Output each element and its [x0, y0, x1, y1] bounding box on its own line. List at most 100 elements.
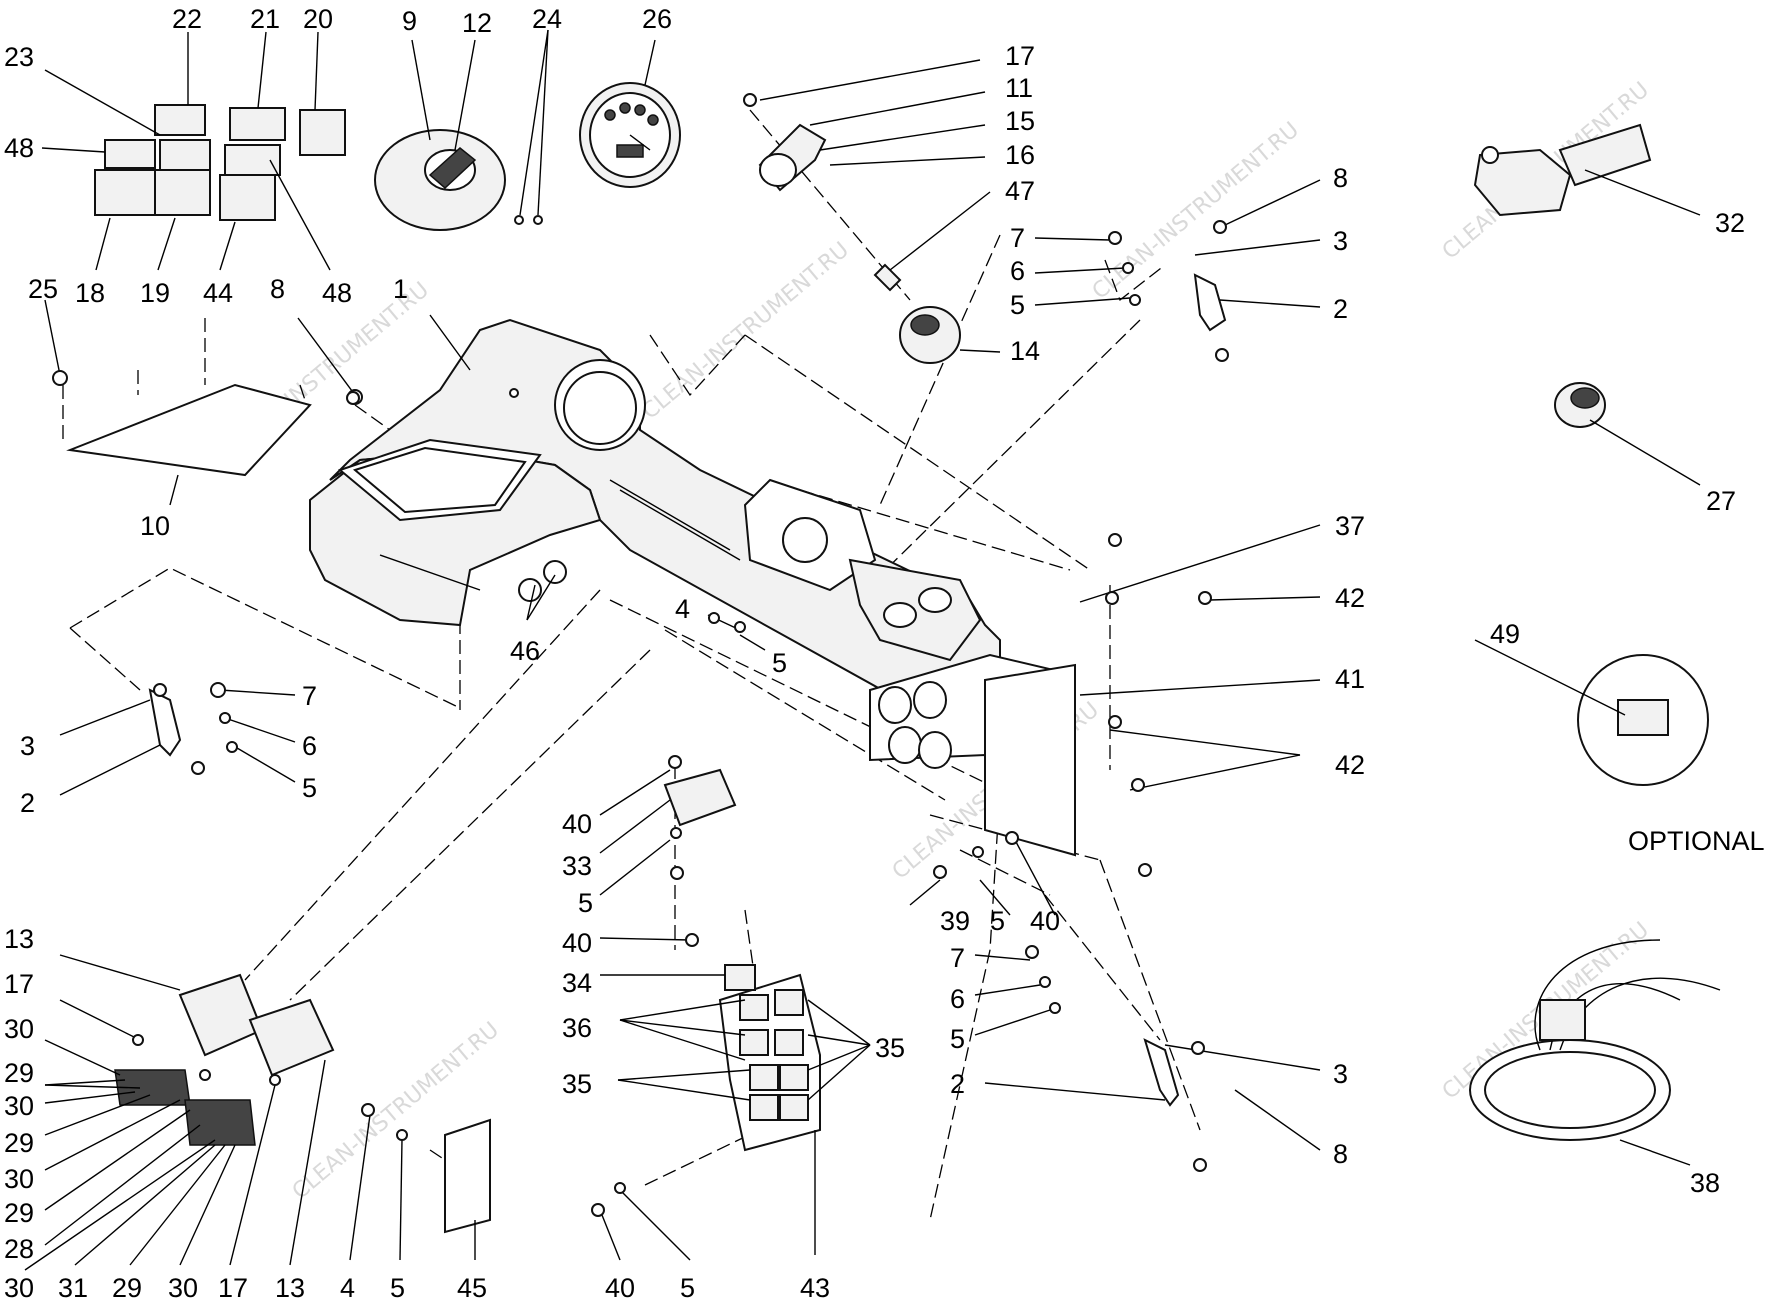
label-5e: 5: [990, 906, 1005, 936]
label-39: 39: [940, 906, 970, 936]
label-8b: 8: [270, 274, 285, 304]
label-38: 38: [1690, 1168, 1720, 1198]
label-2b: 2: [20, 788, 35, 818]
label-23: 23: [4, 42, 34, 72]
label-7b: 7: [302, 681, 317, 711]
screws-24: [514, 215, 543, 225]
label-49: 49: [1490, 619, 1520, 649]
label-15: 15: [1005, 106, 1035, 136]
label-5g: 5: [390, 1273, 405, 1303]
label-30c: 30: [4, 1164, 34, 1194]
label-1: 1: [393, 274, 408, 304]
label-29b: 29: [4, 1128, 34, 1158]
wiring-harness: [1469, 939, 1721, 1141]
label-3c: 3: [1333, 1059, 1348, 1089]
label-36: 36: [562, 1013, 592, 1043]
label-13: 13: [4, 924, 34, 954]
bracket-45: [444, 1118, 491, 1234]
leader-lines: [24, 29, 1701, 1271]
label-4b: 4: [340, 1273, 355, 1303]
label-17b: 17: [4, 969, 34, 999]
label-14: 14: [1010, 336, 1040, 366]
label-31: 31: [58, 1273, 88, 1303]
label-30: 30: [4, 1014, 34, 1044]
label-18: 18: [75, 278, 105, 308]
label-40c: 40: [1030, 906, 1060, 936]
label-3b: 3: [20, 731, 35, 761]
label-29d: 29: [112, 1273, 142, 1303]
connector-bars: [178, 973, 335, 1077]
label-29c: 29: [4, 1198, 34, 1228]
label-29: 29: [4, 1058, 34, 1088]
label-4: 4: [675, 594, 690, 624]
label-35b: 35: [875, 1033, 905, 1063]
switch-panel-plate: [66, 383, 312, 477]
label-21: 21: [250, 4, 280, 34]
label-5h: 5: [680, 1273, 695, 1303]
gauge: [579, 82, 681, 188]
label-28: 28: [4, 1234, 34, 1264]
label-30b: 30: [4, 1091, 34, 1121]
label-48: 48: [4, 133, 34, 163]
label-5c: 5: [772, 648, 787, 678]
label-41: 41: [1335, 664, 1365, 694]
mount-bracket-lower: [1143, 1038, 1180, 1107]
label-17: 17: [1005, 41, 1035, 71]
label-13b: 13: [275, 1273, 305, 1303]
label-7c: 7: [950, 943, 965, 973]
label-16: 16: [1005, 140, 1035, 170]
label-46: 46: [510, 636, 540, 666]
label-2: 2: [1333, 294, 1348, 324]
label-37: 37: [1335, 511, 1365, 541]
label-8c: 8: [1333, 1139, 1348, 1169]
label-40b: 40: [562, 928, 592, 958]
relay-block: [718, 964, 821, 1152]
label-6c: 6: [950, 984, 965, 1014]
label-42b: 42: [1335, 750, 1365, 780]
lever-assembly: [743, 93, 961, 364]
label-6: 6: [1010, 256, 1025, 286]
label-20: 20: [303, 4, 333, 34]
label-6b: 6: [302, 731, 317, 761]
mount-bracket-left: [148, 688, 182, 757]
label-48b: 48: [322, 278, 352, 308]
label-40d: 40: [605, 1273, 635, 1303]
label-44: 44: [203, 278, 233, 308]
terminal-strips: [114, 1069, 256, 1146]
label-45: 45: [457, 1273, 487, 1303]
label-24: 24: [532, 4, 562, 34]
label-8: 8: [1333, 163, 1348, 193]
label-5: 5: [1010, 290, 1025, 320]
label-3: 3: [1333, 226, 1348, 256]
part-labels: 22 21 20 23 48 18 19 44 48 9 12 24 26 17…: [4, 4, 1765, 1303]
watermark: CLEAN-INSTRUMENT.RU: [638, 238, 854, 425]
optional-switch: [1577, 654, 1709, 786]
label-35: 35: [562, 1069, 592, 1099]
label-5b: 5: [302, 773, 317, 803]
label-26: 26: [642, 4, 672, 34]
ignition-switch: [374, 129, 506, 231]
label-40: 40: [562, 809, 592, 839]
module-33: [663, 768, 737, 827]
label-27: 27: [1706, 486, 1736, 516]
label-43: 43: [800, 1273, 830, 1303]
label-30d: 30: [4, 1273, 34, 1303]
label-33: 33: [562, 851, 592, 881]
mount-bracket-right: [1193, 273, 1227, 332]
hardware: [52, 220, 1229, 1217]
bracket-plate: [869, 653, 1076, 857]
label-7: 7: [1010, 223, 1025, 253]
label-22: 22: [172, 4, 202, 34]
label-25: 25: [28, 274, 58, 304]
label-42: 42: [1335, 583, 1365, 613]
optional-label: OPTIONAL: [1628, 826, 1765, 856]
label-12: 12: [462, 8, 492, 38]
label-32: 32: [1715, 208, 1745, 238]
label-5d: 5: [578, 888, 593, 918]
label-2c: 2: [950, 1069, 965, 1099]
rocker-switches: [94, 104, 346, 221]
label-47: 47: [1005, 176, 1035, 206]
wiper-motor: [1473, 123, 1652, 217]
label-5f: 5: [950, 1024, 965, 1054]
